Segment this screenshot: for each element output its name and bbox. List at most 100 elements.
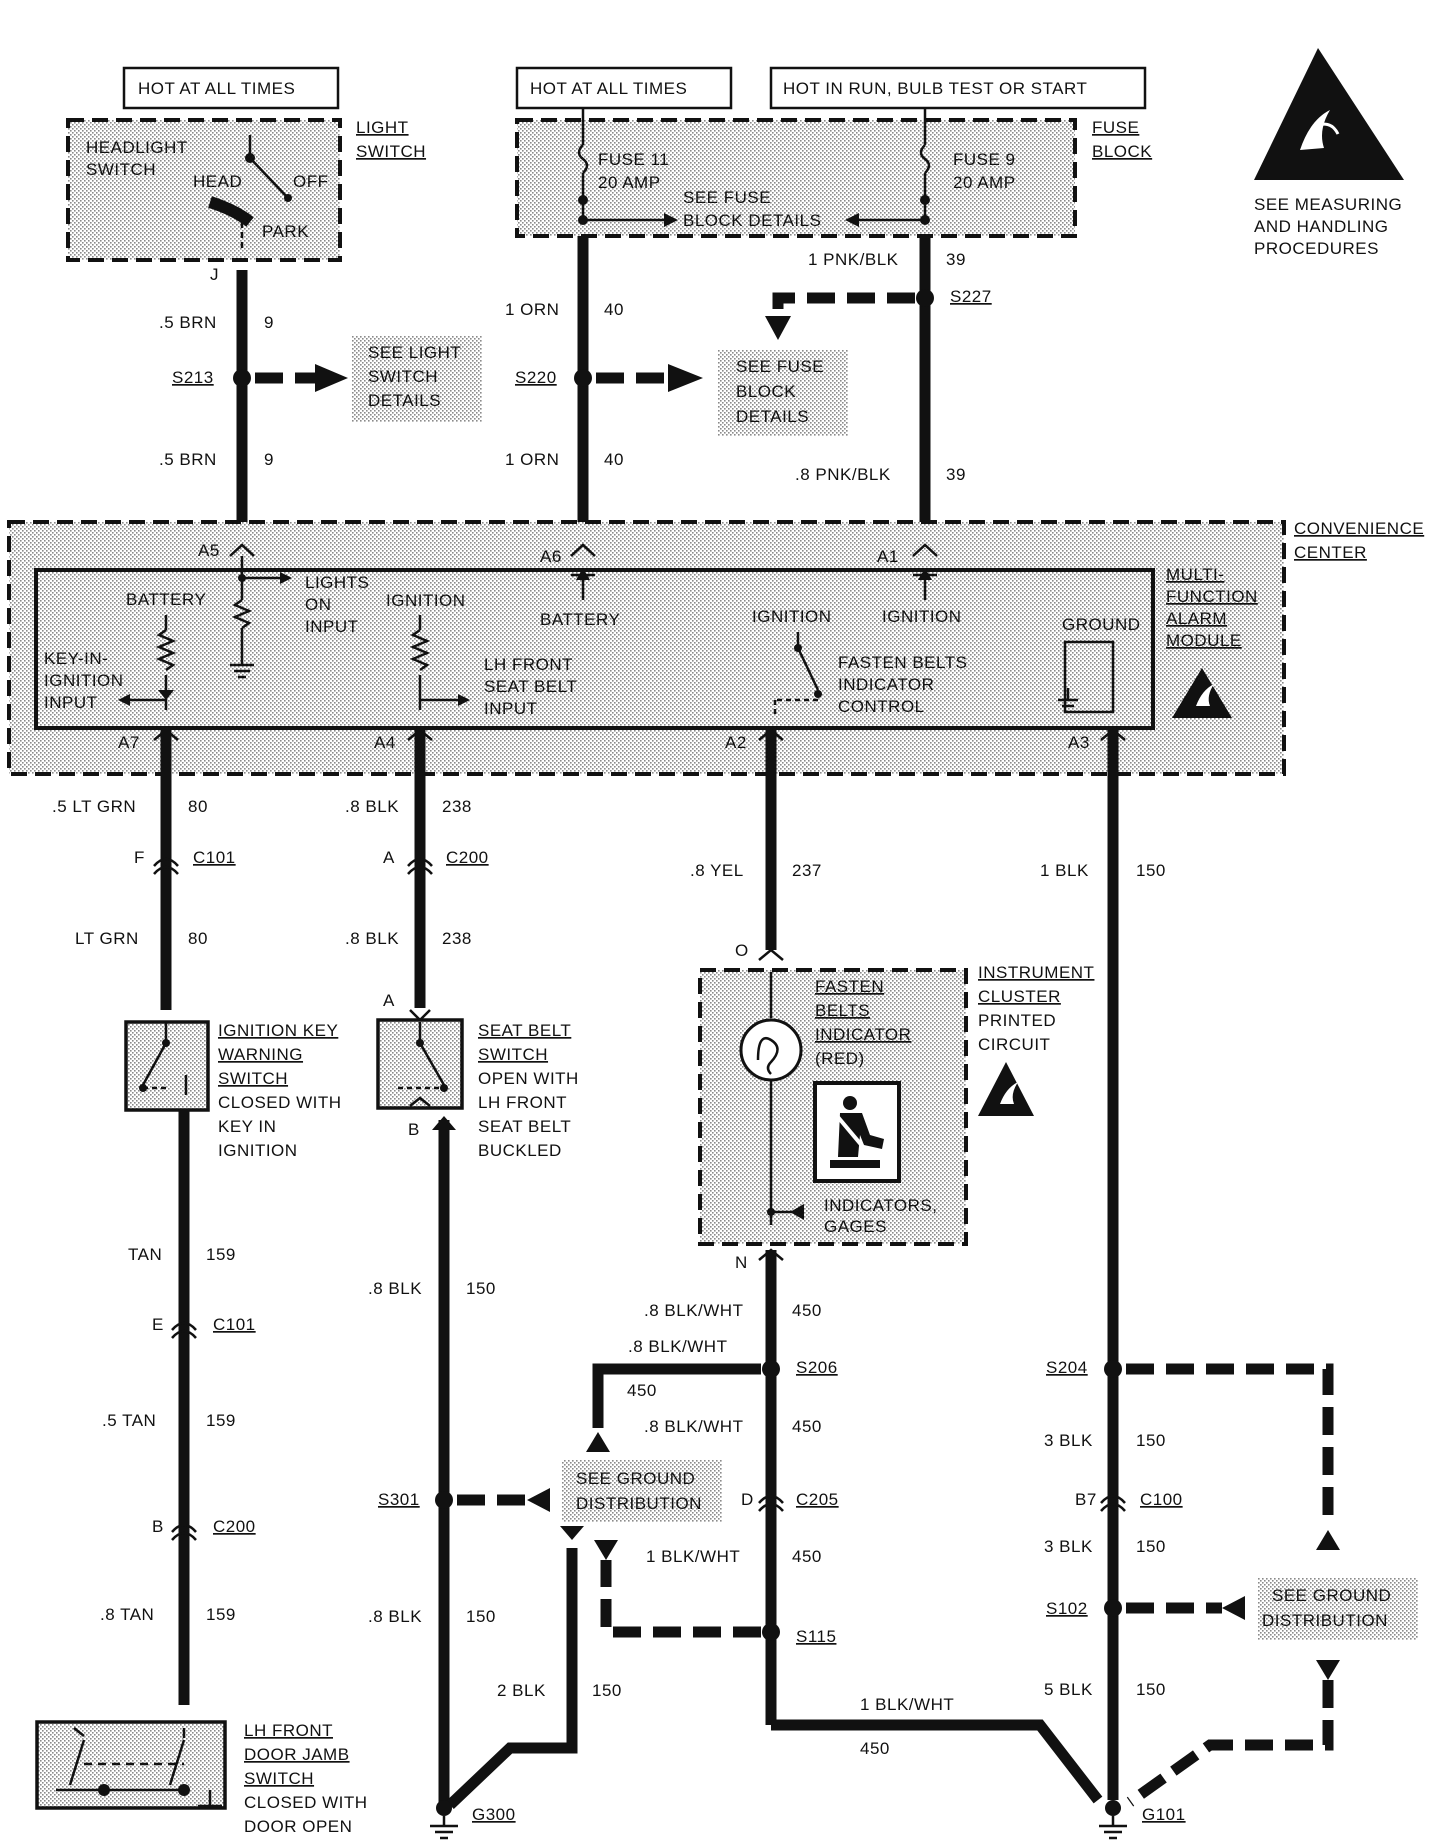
door-jamb-label: LH FRONT [244, 1721, 333, 1740]
off-position-label: OFF [293, 172, 329, 191]
seat-belt-switch-symbol [398, 1009, 448, 1107]
connector-c205: C205 [796, 1490, 839, 1509]
blk-wht-label-2: .8 BLK/WHT [628, 1337, 727, 1356]
see-light-switch-details-3: DETAILS [368, 391, 441, 410]
resistor-battery-1 [118, 615, 177, 710]
blk-150-right-label-4: 5 BLK [1044, 1680, 1093, 1699]
hot-in-run-label: HOT IN RUN, BULB TEST OR START [783, 79, 1087, 98]
splice-s227 [916, 289, 934, 307]
splice-s220 [574, 369, 592, 387]
fuse-block-details-note-2: BLOCK DETAILS [683, 211, 821, 230]
blk-150-right-label-1: 1 BLK [1040, 861, 1089, 880]
door-jamb-label-3: SWITCH [244, 1769, 314, 1788]
module-title-3: ALARM [1166, 609, 1227, 628]
connector-b: B [152, 1517, 164, 1536]
blk-150-right-circuit-3: 150 [1136, 1537, 1166, 1556]
ignition-key-warning-label-6: IGNITION [218, 1141, 298, 1160]
headlight-switch-label-2: SWITCH [86, 160, 156, 179]
key-in-ignition-label-2: IGNITION [44, 671, 124, 690]
blk-150-right-circuit-2: 150 [1136, 1431, 1166, 1450]
ignition-key-switch-symbol [139, 1022, 188, 1095]
connector-a: A [383, 848, 395, 867]
esd-note-3: PROCEDURES [1254, 239, 1379, 258]
fasten-belts-indicator-label-4: (RED) [815, 1049, 865, 1068]
module-title-4: MODULE [1166, 631, 1242, 650]
splice-s204 [1104, 1360, 1122, 1378]
pin-a6: A6 [540, 547, 562, 566]
connector-d: D [741, 1490, 754, 1509]
ignition-key-warning-label: IGNITION KEY [218, 1021, 338, 1040]
lh-front-seat-belt-input-label-2: SEAT BELT [484, 677, 577, 696]
orn-wire-label-bottom: 1 ORN [505, 450, 559, 469]
s206-label: S206 [796, 1358, 838, 1377]
blk-150-right-label-2: 3 BLK [1044, 1431, 1093, 1450]
fuse-11-amp: 20 AMP [598, 173, 661, 192]
fasten-belts-indicator-label-2: BELTS [815, 1001, 870, 1020]
seat-belt-icon [813, 1081, 901, 1183]
module-title-2: FUNCTION [1166, 587, 1258, 606]
fuse-block-box [515, 118, 1077, 238]
g300-label: G300 [472, 1805, 516, 1824]
pnk-blk-label-bottom: .8 PNK/BLK [795, 465, 891, 484]
tan-circuit-1: 159 [206, 1245, 236, 1264]
fuse-11-label: FUSE 11 [598, 150, 669, 169]
fasten-belts-indicator-control-label-3: CONTROL [838, 697, 925, 716]
ground-circuit [1058, 640, 1115, 714]
pin-n: N [735, 1253, 748, 1272]
g101-label: G101 [1142, 1805, 1186, 1824]
lh-front-seat-belt-input-label-3: INPUT [484, 699, 538, 718]
esd-warning-icon [1254, 48, 1404, 180]
connector-c101-a: C101 [193, 848, 236, 867]
pnk-blk-circuit-top: 39 [946, 250, 966, 269]
connector-c100: C100 [1140, 1490, 1183, 1509]
hot-at-all-times-label-2: HOT AT ALL TIMES [530, 79, 687, 98]
see-ground-distribution-1: SEE GROUND [576, 1469, 695, 1488]
fuse-11-symbol [577, 108, 589, 225]
seat-belt-switch-label-5: SEAT BELT [478, 1117, 571, 1136]
indicators-gages-label: INDICATORS, [824, 1196, 938, 1215]
connector-c200-a: C200 [446, 848, 489, 867]
pin-a1: A1 [877, 547, 899, 566]
tan-circuit-2: 159 [206, 1411, 236, 1430]
brn-circuit-top: 9 [264, 313, 274, 332]
blk-wht-label-4: 1 BLK/WHT [646, 1547, 740, 1566]
blk-238-label-2: .8 BLK [345, 929, 399, 948]
lights-on-input-label: LIGHTS [305, 573, 369, 592]
see-fuse-block-details-s220: SEE FUSE [736, 357, 824, 376]
seat-belt-switch-label-2: SWITCH [478, 1045, 548, 1064]
light-switch-box [66, 118, 342, 262]
connector-c101-b: C101 [213, 1315, 256, 1334]
fasten-belts-switch [773, 632, 822, 718]
orn-circuit-bottom: 40 [604, 450, 624, 469]
park-position-label: PARK [262, 222, 309, 241]
blk-wht-circuit-5: 450 [860, 1739, 890, 1758]
battery-label-1: BATTERY [126, 590, 206, 609]
fasten-belts-indicator-label: FASTEN [815, 977, 884, 996]
instrument-cluster-title-4: CIRCUIT [978, 1035, 1050, 1054]
instrument-cluster-title: INSTRUMENT [978, 963, 1094, 982]
tan-label-3: .8 TAN [100, 1605, 154, 1624]
key-in-ignition-label-3: INPUT [44, 693, 98, 712]
blk-wht-circuit-2: 450 [627, 1381, 657, 1400]
ignition-key-warning-label-5: KEY IN [218, 1117, 276, 1136]
splice-s206 [762, 1360, 780, 1378]
blk-wht-label-5: 1 BLK/WHT [860, 1695, 954, 1714]
ground-g101-icon [1099, 1800, 1127, 1840]
s220-label: S220 [515, 368, 557, 387]
headlight-switch-symbol [208, 135, 292, 252]
ground-label: GROUND [1062, 615, 1141, 634]
ignition-label-2: IGNITION [752, 607, 832, 626]
orn-wire-label-top: 1 ORN [505, 300, 559, 319]
battery-label-2: BATTERY [540, 610, 620, 629]
lights-on-input-label-3: INPUT [305, 617, 359, 636]
blk-2-circuit: 150 [592, 1681, 622, 1700]
tan-label-2: .5 TAN [102, 1411, 156, 1430]
seat-belt-switch-label-4: LH FRONT [478, 1093, 567, 1112]
pin-a4: A4 [374, 733, 396, 752]
blk-150-right-label-3: 3 BLK [1044, 1537, 1093, 1556]
lights-on-circuit [230, 556, 292, 679]
pnk-blk-circuit-bottom: 39 [946, 465, 966, 484]
blk-150-label-1: .8 BLK [368, 1279, 422, 1298]
ignition-arrow-3 [913, 568, 937, 600]
